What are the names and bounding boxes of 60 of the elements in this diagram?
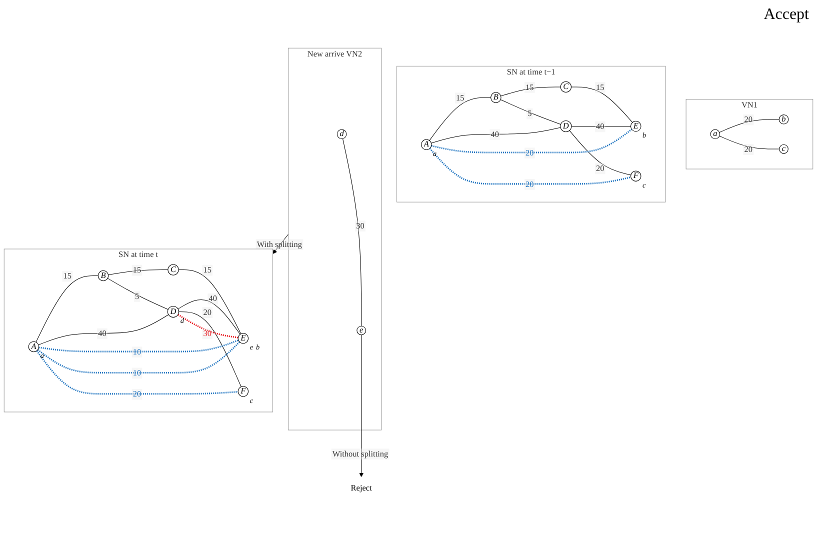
- node-circle: B: [98, 270, 109, 282]
- connector: [178, 312, 242, 388]
- connector: [570, 86, 633, 123]
- edge-label: 15: [203, 266, 212, 275]
- connector: [429, 97, 492, 141]
- node-circle: F: [238, 386, 249, 397]
- node-circle: D: [560, 120, 572, 132]
- edge-label: 20: [596, 164, 604, 174]
- node-circle: A: [28, 342, 40, 352]
- node-circle: A: [421, 139, 432, 150]
- edge-label: 20: [526, 148, 534, 158]
- edge-label: 30: [356, 222, 364, 231]
- node-circle: F: [630, 170, 642, 182]
- connector: [36, 350, 238, 395]
- edge-label: 5: [528, 109, 532, 118]
- edge-label: 15: [456, 93, 464, 102]
- connector: [500, 86, 561, 96]
- edge-label: 15: [132, 266, 142, 275]
- edge-label: Without splitting: [332, 449, 388, 458]
- edge-label: 5: [134, 292, 140, 302]
- edge-label: 20: [744, 144, 753, 154]
- node-circle: e: [356, 326, 366, 336]
- node-circle: B: [490, 92, 502, 103]
- node-circle: C: [168, 264, 179, 276]
- connector: [107, 278, 168, 310]
- edge-label: 20: [744, 115, 753, 124]
- edge-label: 30: [203, 329, 212, 338]
- edge-label: 20: [526, 180, 534, 189]
- node-circle: D: [167, 306, 180, 318]
- node-circle: a: [710, 129, 720, 140]
- connector: [571, 126, 632, 127]
- connector: [108, 270, 168, 276]
- edge-label: 10: [132, 368, 142, 378]
- connector: [38, 314, 169, 346]
- connector: [178, 300, 240, 335]
- node-circle: b: [778, 114, 789, 124]
- edge-label: 40: [208, 294, 217, 304]
- edge-label: 20: [132, 390, 142, 399]
- node-circle: E: [238, 333, 249, 344]
- connector: [37, 342, 240, 374]
- connector: [719, 136, 780, 150]
- edge-label: 10: [132, 348, 142, 357]
- node-text: Reject: [350, 484, 372, 493]
- connector: [38, 340, 239, 352]
- connector: [342, 138, 362, 326]
- edge-label: With splitting: [256, 240, 302, 250]
- node-circle: d: [336, 129, 347, 140]
- connector: [178, 270, 242, 334]
- note-text: Accept: [764, 6, 809, 24]
- node-circle: c: [779, 144, 788, 154]
- arrow: [272, 234, 288, 254]
- connector: [719, 119, 780, 133]
- node-circle: C: [560, 82, 572, 93]
- arrow: [359, 334, 364, 478]
- connector: [36, 276, 98, 343]
- edge-label: 20: [203, 308, 212, 318]
- edge-label: 15: [596, 82, 604, 92]
- node-circle: E: [630, 121, 642, 132]
- connector: [500, 100, 561, 125]
- edge-label: 15: [63, 272, 72, 281]
